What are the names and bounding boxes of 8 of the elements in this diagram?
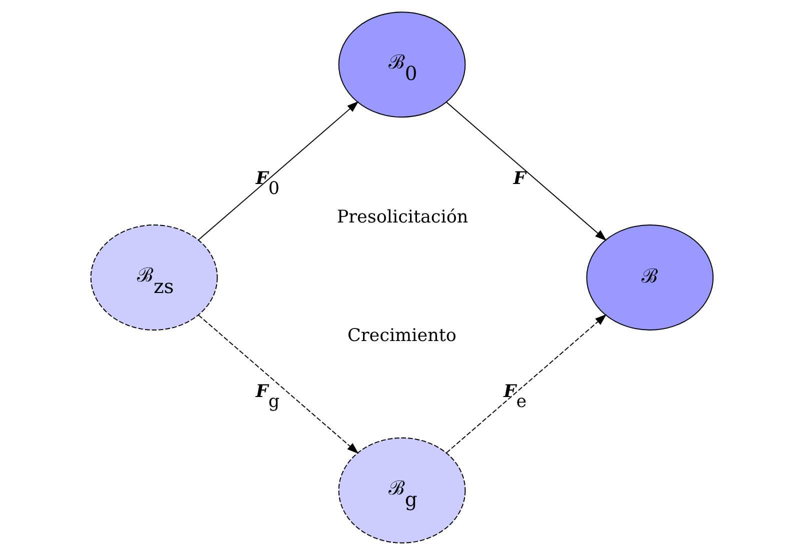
node-ellipse: ℬ [586, 224, 714, 330]
label: Crecimiento [347, 326, 456, 346]
arrow [445, 102, 606, 241]
arrow [197, 314, 358, 454]
label: Presolicitación [336, 207, 468, 228]
arrow [197, 101, 358, 240]
edge-label: F [512, 169, 526, 190]
arrow [445, 314, 606, 454]
